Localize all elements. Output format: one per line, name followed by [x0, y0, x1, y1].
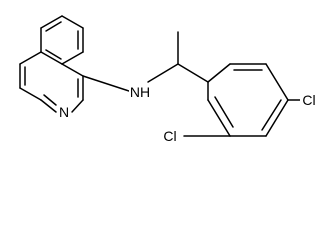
- c8-n-bond: [82, 75, 133, 93]
- quinoline-benzo-ring: [40, 15, 84, 65]
- quinoline-nitrogen-label: N: [59, 104, 69, 120]
- ortho-chlorine-label: Cl: [163, 128, 176, 144]
- quinoline-pyridine-ring: [19, 51, 84, 113]
- dichlorophenyl-ring: [207, 63, 289, 137]
- chemical-structure-diagram: N NH Cl Cl: [19, 15, 316, 144]
- n-ch-bond: [147, 63, 179, 83]
- amine-label: NH: [130, 84, 150, 100]
- para-chlorine-label: Cl: [302, 92, 315, 108]
- ch-aryl-bond: [177, 63, 209, 83]
